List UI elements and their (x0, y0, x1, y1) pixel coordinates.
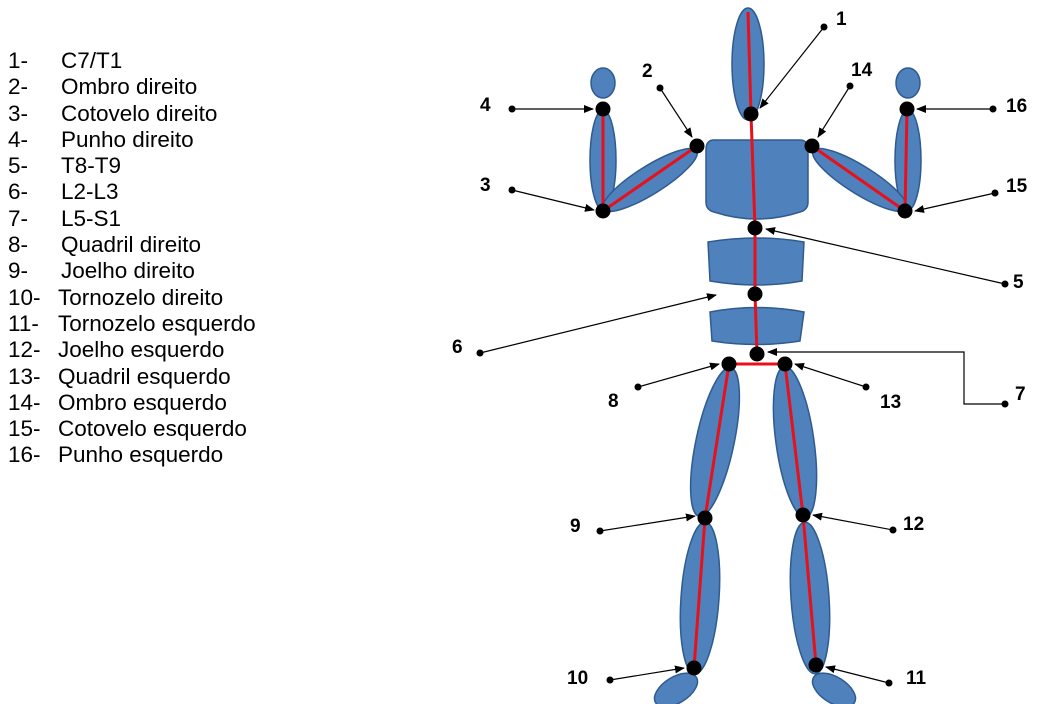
callout-number: 12 (903, 514, 924, 535)
joint-left-elbow (898, 204, 913, 219)
leader-dot-13 (863, 384, 870, 391)
leader-13 (795, 364, 866, 387)
callout-number: 2 (642, 61, 653, 82)
leader-9 (600, 516, 695, 531)
joint-right-ankle (687, 661, 702, 676)
leader-dot-1 (821, 24, 828, 31)
callout-number: 4 (480, 95, 491, 116)
leader-1 (760, 27, 824, 108)
leader-dot-16 (990, 106, 997, 113)
leader-dots (477, 24, 1009, 687)
leader-dot-5 (1002, 281, 1009, 288)
leader-dot-11 (886, 680, 893, 687)
leader-dot-7 (1002, 401, 1009, 408)
callout-number: 13 (880, 392, 901, 413)
leader-dot-15 (992, 190, 999, 197)
joint-left-hip (778, 357, 793, 372)
callout-number: 1 (836, 9, 847, 30)
right-thigh-segment (681, 364, 750, 521)
leader-3 (512, 190, 594, 210)
leader-dot-10 (607, 677, 614, 684)
leader-14 (818, 86, 850, 137)
leader-dot-8 (635, 384, 642, 391)
callout-number: 14 (851, 60, 873, 81)
left-hand-segment (896, 68, 920, 98)
callout-number: 15 (1006, 176, 1028, 197)
leader-12 (813, 515, 893, 530)
leader-dot-9 (597, 528, 604, 535)
leader-dot-6 (477, 350, 484, 357)
joint-l2l3 (748, 287, 763, 302)
joint-left-wrist (900, 102, 915, 117)
leader-dot-3 (509, 187, 516, 194)
joint-t8t9 (748, 221, 763, 236)
leader-dot-12 (890, 527, 897, 534)
leader-6 (480, 295, 716, 353)
leader-dot-4 (509, 106, 516, 113)
callout-number: 10 (567, 668, 588, 689)
joint-left-knee (796, 508, 811, 523)
joint-right-knee (698, 511, 713, 526)
callout-leaders (480, 27, 1005, 683)
joint-left-shoulder (805, 139, 820, 154)
leader-8 (638, 364, 719, 387)
callout-number: 11 (906, 668, 927, 689)
leader-dot-2 (657, 85, 664, 92)
leader-dot-14 (847, 83, 854, 90)
callout-number: 5 (1013, 272, 1024, 293)
callout-number: 16 (1006, 96, 1027, 117)
callout-number: 3 (480, 175, 491, 196)
leader-2 (660, 88, 692, 137)
joint-right-wrist (596, 102, 611, 117)
callout-number: 6 (452, 337, 463, 358)
joint-right-hip (722, 357, 737, 372)
thorax-segment (706, 140, 808, 219)
joint-c7t1 (744, 107, 759, 122)
joint-right-elbow (596, 204, 611, 219)
callout-number: 9 (570, 516, 581, 537)
joint-left-ankle (809, 658, 824, 673)
joint-right-shoulder (690, 139, 705, 154)
right-hand-segment (591, 68, 615, 98)
callout-number: 7 (1015, 384, 1026, 405)
joint-l5s1 (750, 347, 765, 362)
callout-number: 8 (608, 391, 619, 412)
leader-15 (915, 193, 995, 211)
